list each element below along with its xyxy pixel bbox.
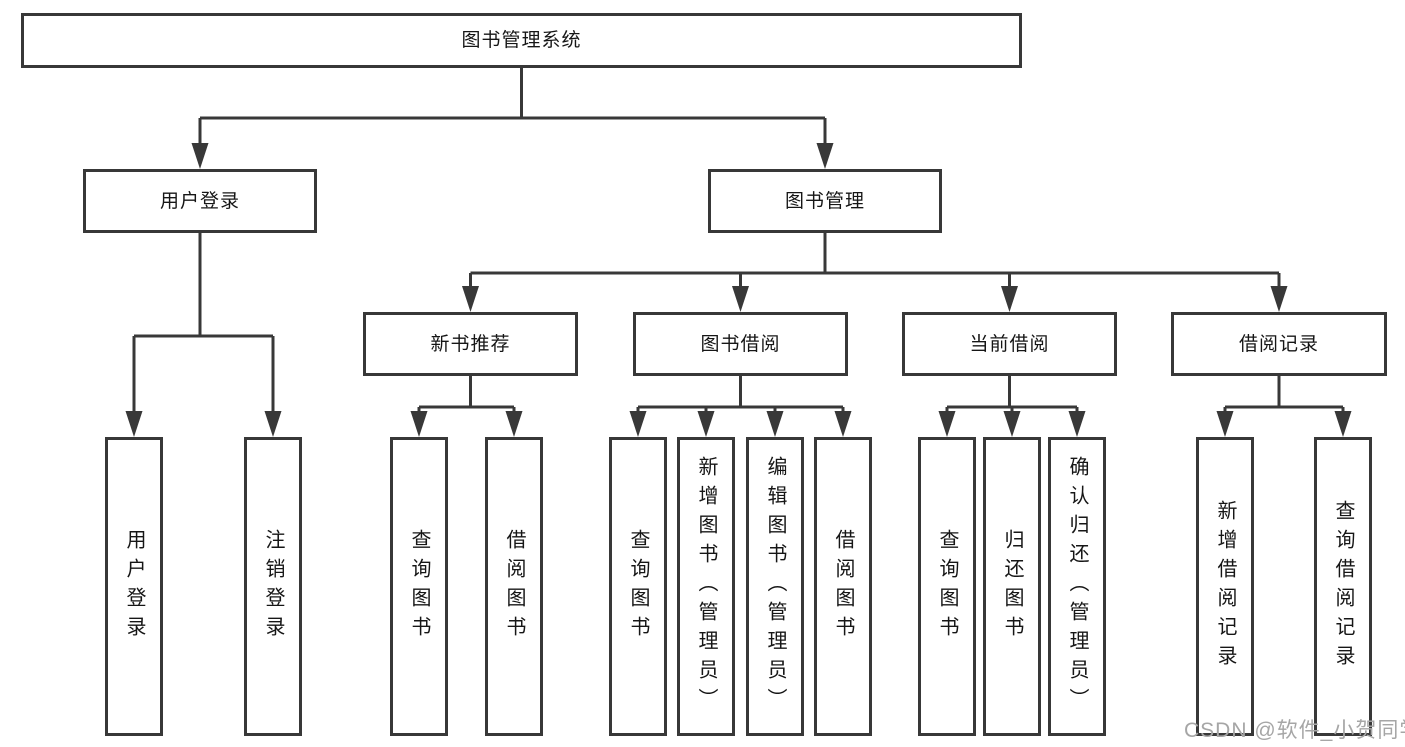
leaf-query-books-borrowing: 查询图书 [609,437,667,736]
node-label: 确认归还（管理员） [1066,456,1088,717]
node-label: 借阅记录 [1238,333,1319,355]
watermark: CSDN @软件_小贺同学 [1184,719,1405,742]
node-label: 借阅图书 [503,528,525,645]
leaf-add-books-admin: 新增图书（管理员） [677,437,735,736]
node-label: 用户登录 [159,190,240,212]
leaf-add-borrow-record: 新增借阅记录 [1196,437,1254,736]
leaf-logout: 注销登录 [244,437,302,736]
leaf-borrow-books-borrowing: 借阅图书 [814,437,872,736]
node-label: 用户登录 [123,528,145,645]
node-label: 编辑图书（管理员） [764,456,786,717]
node-book-management: 图书管理 [708,169,942,233]
leaf-borrow-books-recommend: 借阅图书 [485,437,543,736]
node-label: 新增借阅记录 [1214,499,1236,674]
node-label: 图书管理 [784,190,865,212]
node-label: 归还图书 [1001,528,1023,645]
node-new-book-recommendation: 新书推荐 [363,312,578,376]
node-label: 新书推荐 [430,333,511,355]
node-label: 新增图书（管理员） [695,456,717,717]
node-label: 查询借阅记录 [1332,499,1354,674]
leaf-edit-books-admin: 编辑图书（管理员） [746,437,804,736]
node-label: 查询图书 [408,528,430,645]
leaf-query-books-recommend: 查询图书 [390,437,448,736]
node-label: 查询图书 [936,528,958,645]
leaf-confirm-return-admin: 确认归还（管理员） [1048,437,1106,736]
node-library-management-system: 图书管理系统 [21,13,1022,68]
node-current-borrowing: 当前借阅 [902,312,1117,376]
node-label: 图书管理系统 [461,30,582,51]
leaf-query-borrow-record: 查询借阅记录 [1314,437,1372,736]
node-book-borrowing: 图书借阅 [633,312,848,376]
node-user-login-branch: 用户登录 [83,169,317,233]
node-label: 图书借阅 [700,333,781,355]
leaf-query-books-current: 查询图书 [918,437,976,736]
node-label: 借阅图书 [832,528,854,645]
leaf-return-books: 归还图书 [983,437,1041,736]
node-borrowing-records: 借阅记录 [1171,312,1387,376]
node-label: 注销登录 [262,528,284,645]
leaf-user-login: 用户登录 [105,437,163,736]
node-label: 查询图书 [627,528,649,645]
node-label: 当前借阅 [969,333,1050,355]
